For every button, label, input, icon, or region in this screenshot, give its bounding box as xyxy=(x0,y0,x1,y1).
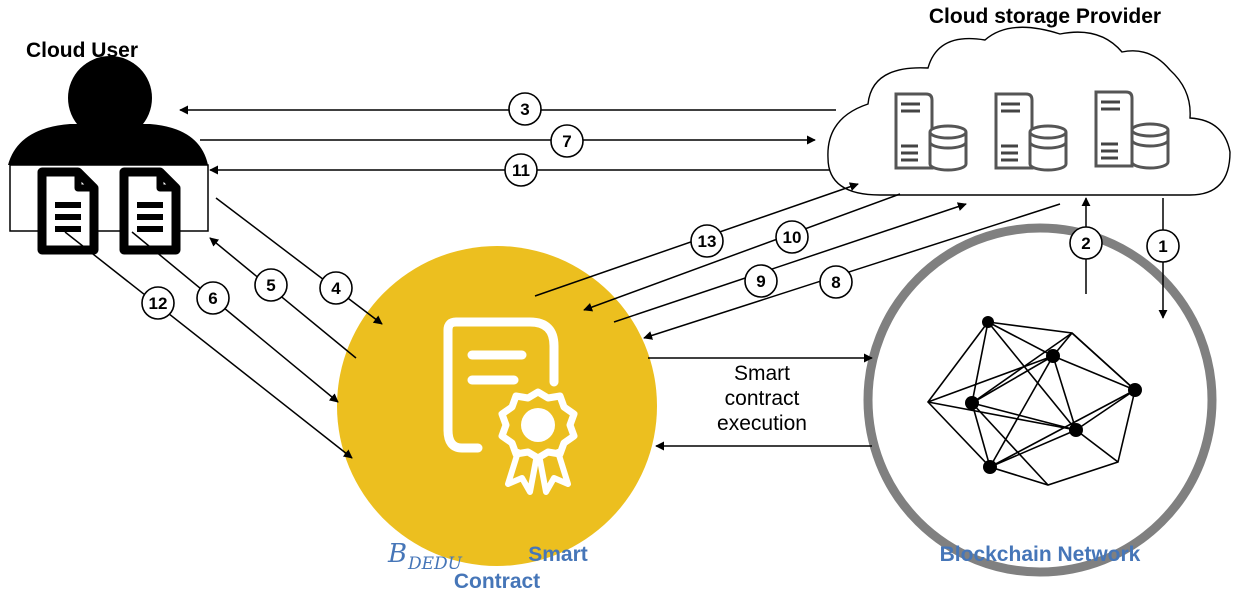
step-badge-13: 13 xyxy=(690,224,724,258)
database-icon xyxy=(1130,122,1170,170)
svg-text:13: 13 xyxy=(698,232,717,251)
arrow-step-6 xyxy=(131,231,339,403)
document-icon xyxy=(124,172,176,250)
contract-sub: DEDU xyxy=(407,554,463,574)
blockchain-ring xyxy=(863,223,1217,577)
certificate-icon xyxy=(443,317,578,495)
server-icon xyxy=(894,92,934,170)
step-badge-1: 1 xyxy=(1146,229,1180,263)
svg-text:4: 4 xyxy=(331,279,341,298)
svg-text:6: 6 xyxy=(208,289,217,308)
step-badge-10: 10 xyxy=(775,220,809,254)
step-badge-11: 11 xyxy=(504,153,538,187)
svg-text:11: 11 xyxy=(512,161,530,180)
user-silhouette-icon xyxy=(8,56,208,165)
smart-contract: B DEDU Smart Contract xyxy=(337,246,657,593)
svg-text:2: 2 xyxy=(1081,234,1090,253)
step-badge-6: 6 xyxy=(196,281,230,315)
blockchain-label: Blockchain Network xyxy=(940,543,1141,566)
arrow-step-10 xyxy=(583,193,901,312)
svg-text:8: 8 xyxy=(831,273,840,292)
cloud-user-label: Cloud User xyxy=(26,39,138,62)
step-badge-9: 9 xyxy=(744,264,778,298)
contract-circle xyxy=(337,246,657,566)
arrow-step-9 xyxy=(613,202,967,323)
step-badge-12: 12 xyxy=(141,286,175,320)
database-icon xyxy=(928,124,968,172)
exec-line3: execution xyxy=(717,412,807,435)
step-badge-5: 5 xyxy=(254,268,288,302)
svg-text:5: 5 xyxy=(266,276,275,295)
step-badge-4: 4 xyxy=(319,271,353,305)
svg-text:1: 1 xyxy=(1158,237,1167,256)
blockchain-network: Blockchain Network xyxy=(863,223,1217,577)
cloud-provider-label: Cloud storage Provider xyxy=(929,5,1161,28)
svg-text:9: 9 xyxy=(756,272,765,291)
network-polyhedron-icon xyxy=(926,316,1142,486)
svg-text:3: 3 xyxy=(520,100,529,119)
step-badge-2: 2 xyxy=(1069,226,1103,260)
execution-label: Smart contract execution xyxy=(717,362,807,435)
step-badges: 1 2 3 4 5 6 7 8 9 10 11 12 13 xyxy=(141,92,1180,320)
arrow-step-8 xyxy=(643,203,1061,340)
arrows xyxy=(64,105,1168,459)
arrow-step-4 xyxy=(215,197,383,325)
contract-var: B xyxy=(387,539,407,569)
database-icon xyxy=(1028,124,1068,172)
contract-label: B DEDU Smart Contract xyxy=(387,539,588,593)
arrow-step-5 xyxy=(209,237,357,359)
server-icon xyxy=(994,92,1034,170)
document-icon xyxy=(42,172,94,250)
exec-line1: Smart xyxy=(734,362,790,385)
svg-text:10: 10 xyxy=(783,228,802,247)
contract-line1: Smart xyxy=(528,543,588,566)
step-badge-8: 8 xyxy=(819,265,853,299)
svg-text:12: 12 xyxy=(149,294,168,313)
step-badge-3: 3 xyxy=(508,92,542,126)
arrow-step-12 xyxy=(64,231,353,459)
step-badge-7: 7 xyxy=(550,124,584,158)
server-icon xyxy=(1094,90,1134,168)
svg-text:7: 7 xyxy=(562,132,571,151)
cloud-storage-provider: Cloud storage Provider xyxy=(827,5,1231,196)
contract-line2: Contract xyxy=(454,570,540,593)
cloud-user: Cloud User xyxy=(8,39,209,250)
exec-line2: contract xyxy=(725,387,800,410)
